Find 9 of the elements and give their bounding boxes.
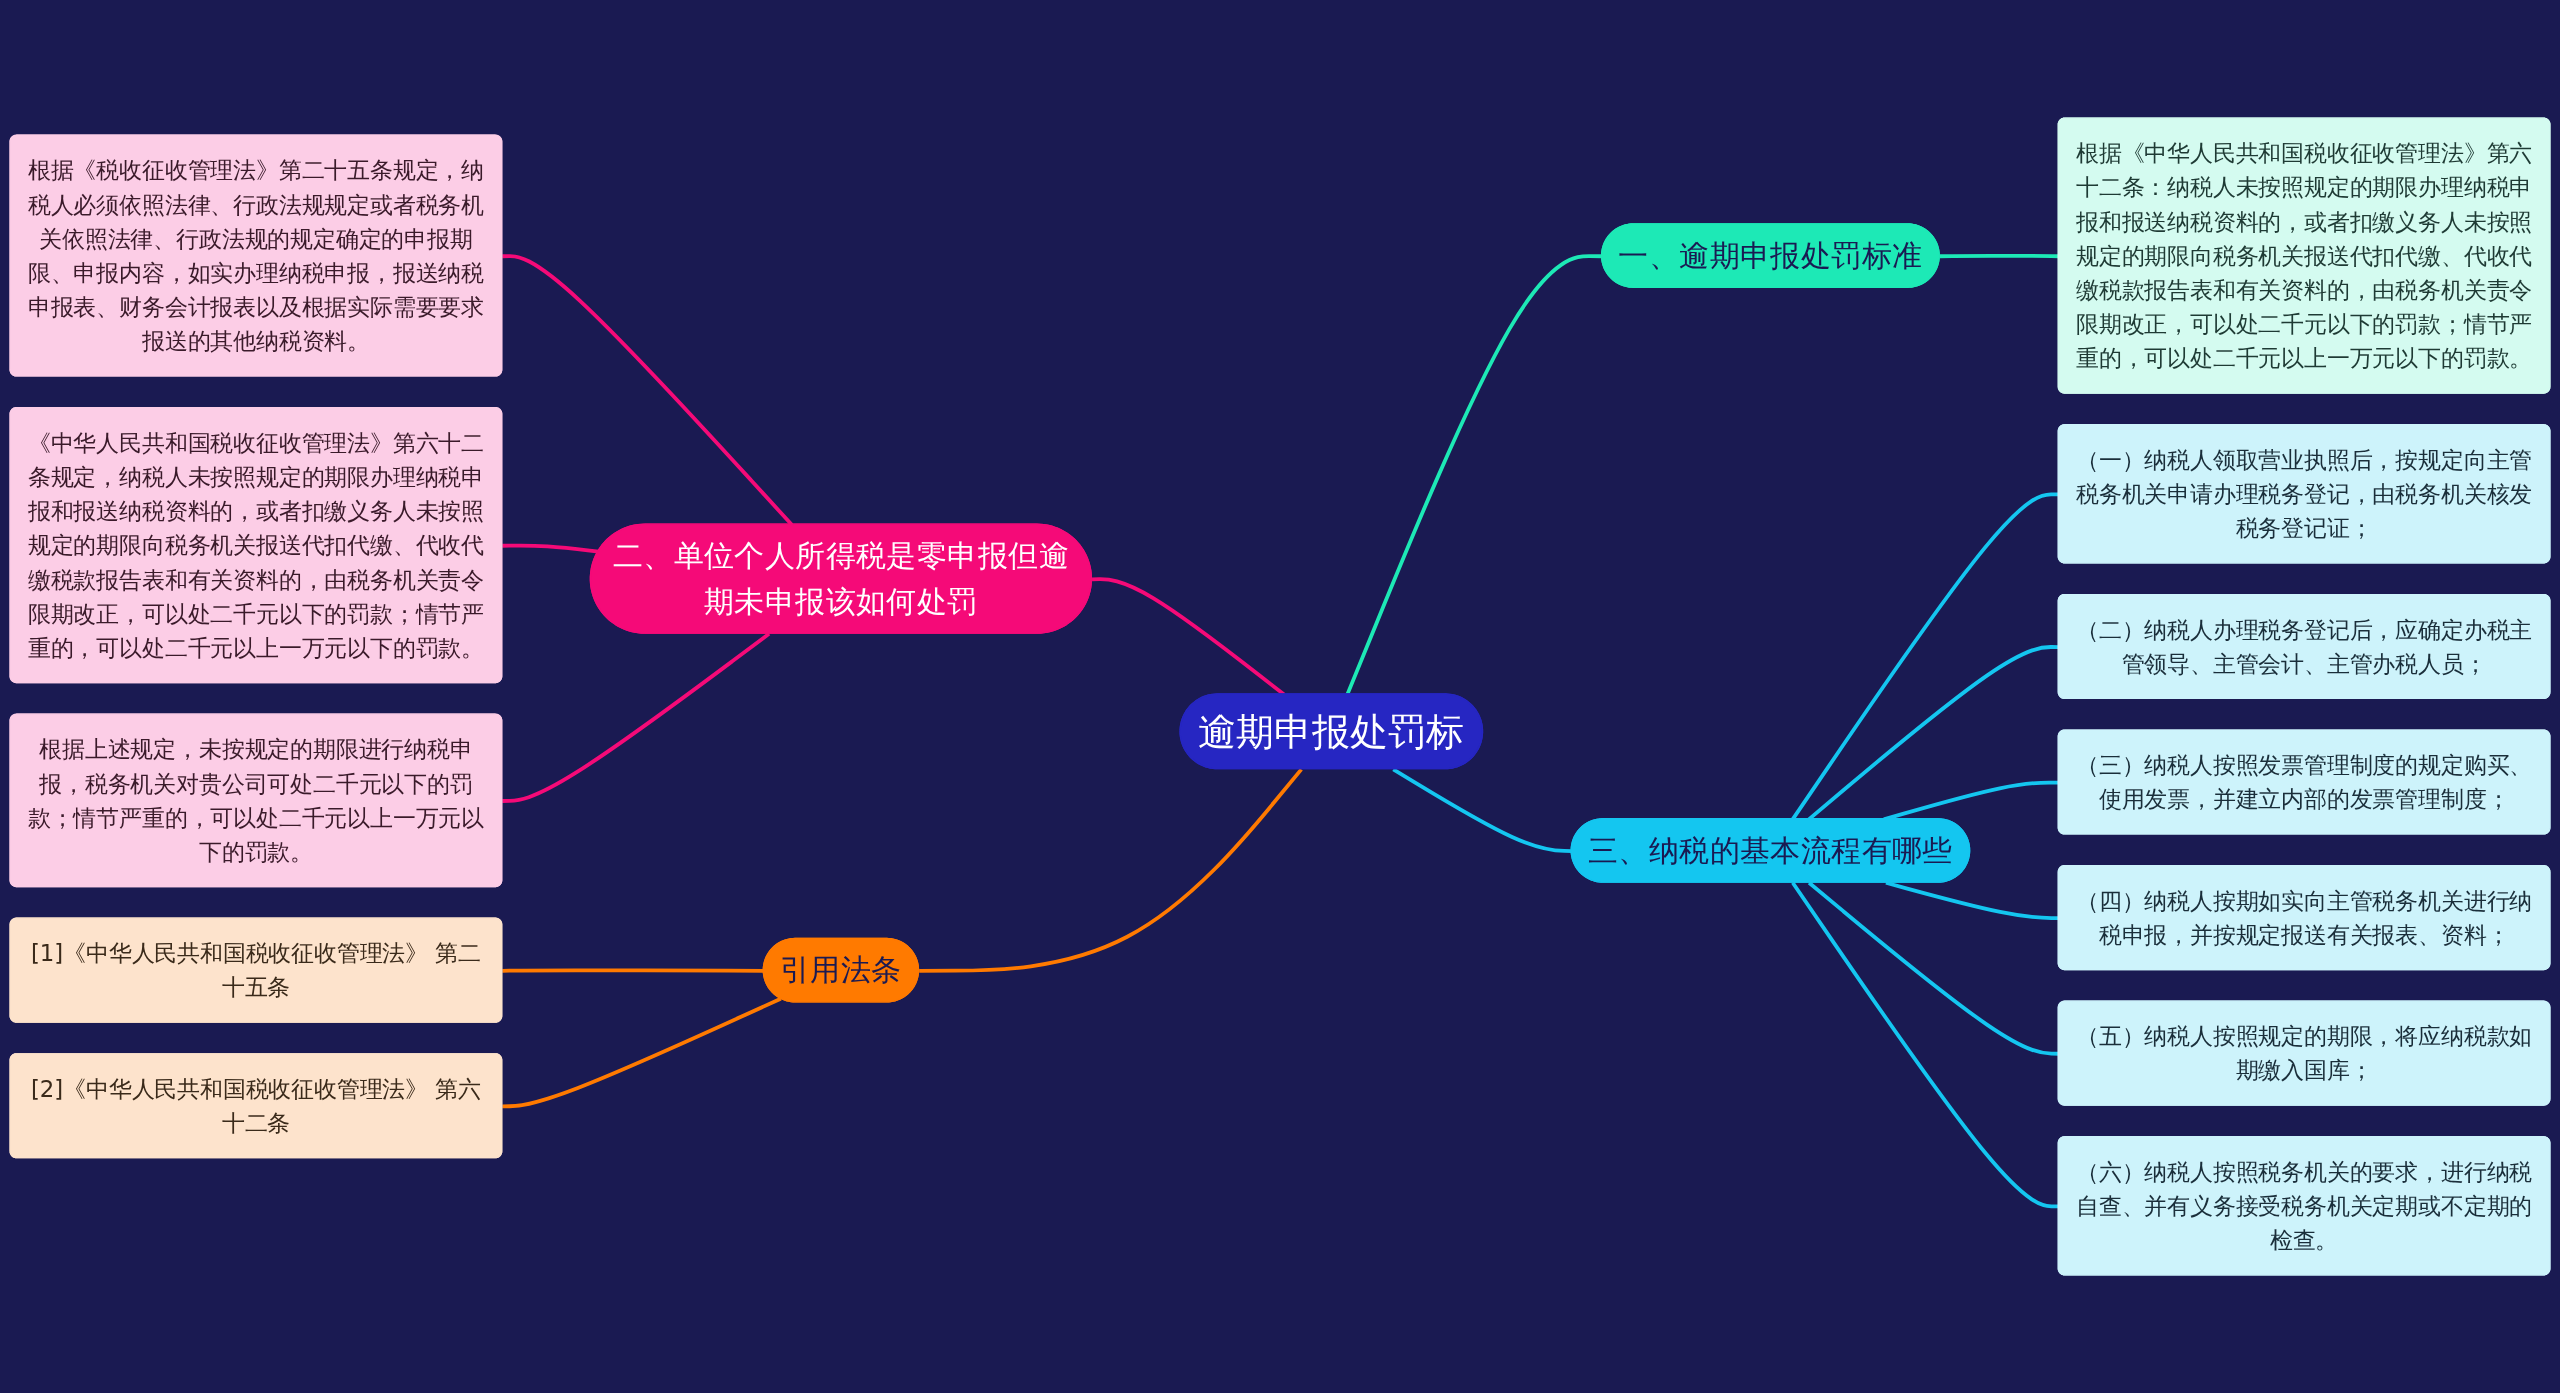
connector [1791, 881, 2059, 1209]
connector [502, 632, 771, 803]
connector [502, 968, 764, 973]
connector [502, 543, 599, 554]
connector [1392, 767, 1572, 853]
connector [919, 768, 1303, 973]
connector [502, 997, 782, 1109]
connector [1939, 253, 2059, 259]
connector [1807, 881, 2059, 1056]
